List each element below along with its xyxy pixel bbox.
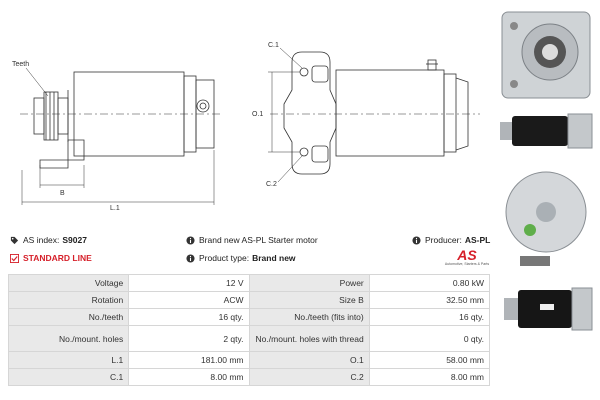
spec-label: C.2 [248, 368, 370, 386]
technical-drawing: Teeth B L.1 C.1 C.2 O.1 [12, 42, 480, 212]
spec-value: 12 V [128, 274, 250, 292]
spec-value: 181.00 mm [128, 351, 250, 369]
c1-label: C.1 [268, 42, 279, 49]
o1-dimension-label: O.1 [252, 111, 263, 118]
as-logo-text: AS [457, 247, 477, 263]
product-photo-angle [500, 278, 596, 340]
as-index: AS index: S9027 [10, 235, 87, 245]
spec-label: No./mount. holes with thread [248, 325, 370, 352]
spec-label: No./mount. holes [7, 325, 130, 352]
as-index-label: AS index: [23, 235, 60, 245]
checkbox-icon [10, 253, 19, 263]
spec-label: Rotation [7, 291, 130, 309]
spec-label: L.1 [7, 351, 130, 369]
c2-label: C.2 [266, 181, 277, 188]
spec-value: 8.00 mm [128, 368, 250, 386]
standard-line: STANDARD LINE [10, 253, 92, 263]
info-icon [186, 235, 195, 245]
product-type: Product type: Brand new [186, 253, 296, 263]
spec-value: 16 qty. [128, 308, 250, 326]
as-logo: AS Automotive, Starters & Parts [444, 248, 490, 270]
spec-value: 2 qty. [128, 325, 250, 352]
producer-label: Producer: [425, 235, 462, 245]
brand-info: Brand new AS-PL Starter motor [186, 235, 318, 245]
spec-value: 0 qty. [368, 325, 491, 352]
as-index-value: S9027 [62, 235, 87, 245]
product-photo-side [496, 106, 596, 156]
product-type-value: Brand new [252, 253, 296, 263]
product-photo-rear [500, 160, 596, 274]
as-logo-tagline: Automotive, Starters & Parts [444, 262, 490, 266]
product-type-label: Product type: [199, 253, 250, 263]
b-dimension-label: B [60, 190, 65, 197]
spec-label: No./teeth [7, 308, 130, 326]
brand-text: Brand new AS-PL Starter motor [199, 235, 318, 245]
producer-value: AS-PL [464, 235, 491, 245]
product-photo-front [496, 6, 596, 104]
tag-icon [10, 236, 19, 245]
teeth-label: Teeth [12, 61, 29, 68]
standard-line-text: STANDARD LINE [23, 253, 92, 263]
spec-value: 8.00 mm [368, 368, 491, 386]
spec-value: 32.50 mm [368, 291, 491, 309]
info-icon [412, 235, 421, 245]
spec-value: 0.80 kW [368, 274, 491, 292]
spec-value: 58.00 mm [368, 351, 491, 369]
spec-label: Size B [248, 291, 370, 309]
spec-value: 16 qty. [368, 308, 491, 326]
spec-value: ACW [128, 291, 250, 309]
spec-label: Power [248, 274, 370, 292]
spec-label: O.1 [248, 351, 370, 369]
info-icon [186, 253, 195, 263]
spec-label: No./teeth (fits into) [248, 308, 370, 326]
l1-dimension-label: L.1 [110, 205, 120, 212]
spec-label: Voltage [7, 274, 130, 292]
spec-label: C.1 [7, 368, 130, 386]
producer: Producer: AS-PL [412, 235, 490, 245]
